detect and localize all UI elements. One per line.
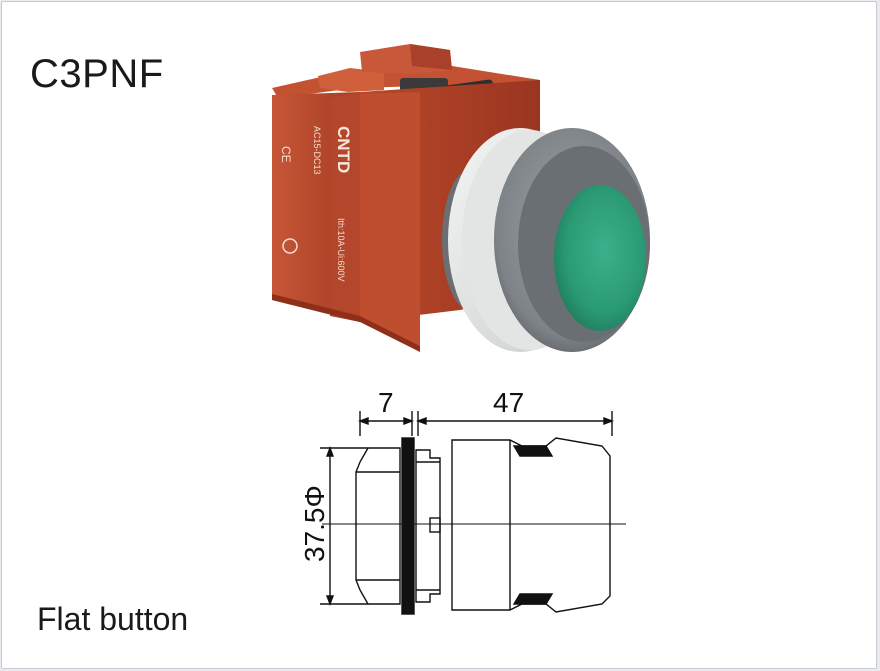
brand-marking: CNTD [334, 126, 353, 173]
model-title: C3PNF [30, 52, 164, 96]
product-caption: Flat button [37, 601, 189, 637]
ccc-mark-icon [282, 238, 298, 254]
button-cap [554, 185, 646, 331]
marking-ith: Ith:10A-Ui:600V [336, 218, 346, 282]
side-markings: CNTD AC15-DC13 Ith:10A-Ui:600V CE [279, 126, 353, 282]
marking-ac15: AC15-DC13 [312, 126, 322, 175]
dimension-drawing [320, 411, 626, 615]
dim-length: 47 [493, 387, 524, 418]
dim-diameter: 37.5Φ [299, 485, 330, 562]
dim-front-width: 7 [378, 387, 394, 418]
marking-ce: CE [279, 146, 293, 163]
